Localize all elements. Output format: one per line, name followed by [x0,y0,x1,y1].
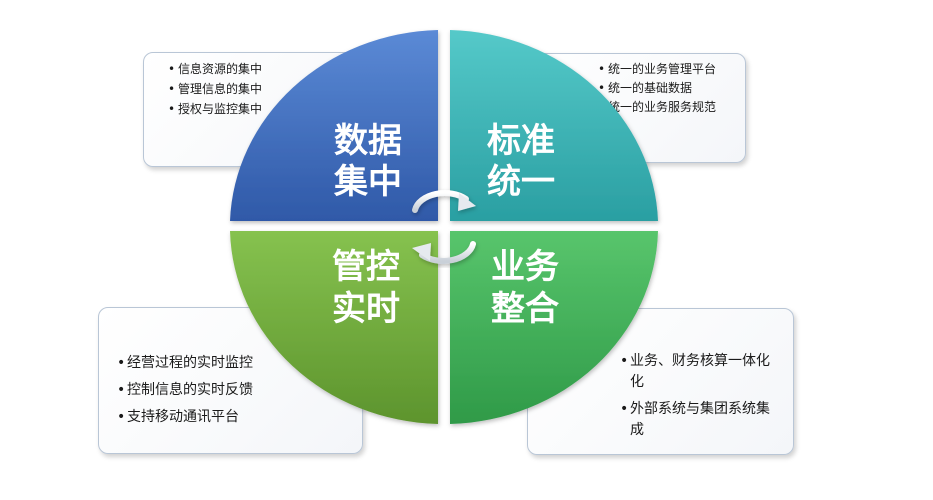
card-item: 控制信息的实时反馈 [117,377,352,404]
quadrant-data-centralization [230,30,438,221]
cycle-arrows-icon [412,190,476,264]
card-item: 业务、财务核算一体化化 [620,351,777,393]
label-bl-line1: 管控 [332,247,400,287]
label-bl-line2: 实时 [332,289,400,329]
label-br-line1: 业务 [491,247,559,287]
card-item: 统一的业务管理平台 [598,60,735,79]
label-tl-line2: 集中 [333,162,402,202]
label-br-line2: 整合 [491,289,559,329]
quadrant-realtime-control [230,231,438,424]
card-item: 授权与监控集中 [168,99,370,119]
card-item: 外部系统与集团系统集成 [620,399,777,441]
card-item: 支持移动通讯平台 [117,404,352,431]
label-tr-line2: 统一 [487,162,555,202]
card-item: 统一的基础数据 [598,79,735,98]
card-item: 经营过程的实时监控 [117,350,352,377]
label-tr-line1: 标准 [487,121,555,161]
label-tl-line1: 数据 [334,121,402,161]
card-item: 信息资源的集中 [168,59,370,79]
quadrant-standard-unification [450,30,658,221]
quadrant-business-integration [450,231,658,424]
card-item: 管理信息的集中 [168,79,370,99]
